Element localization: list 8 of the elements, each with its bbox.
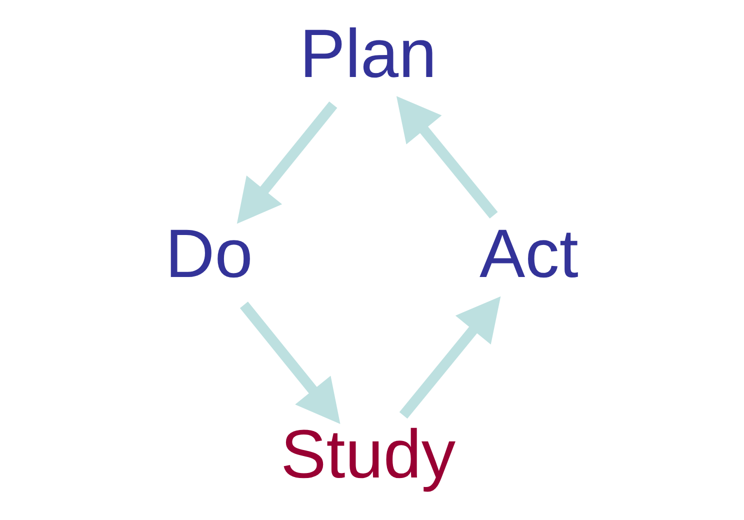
arrow bbox=[240, 302, 340, 424]
arrow bbox=[399, 296, 501, 419]
node-text: Study bbox=[280, 415, 456, 492]
node-text: Do bbox=[165, 215, 253, 292]
arrow bbox=[236, 101, 338, 224]
node-text: Plan bbox=[300, 14, 437, 92]
node-text: Act bbox=[480, 215, 578, 292]
arrow bbox=[396, 96, 498, 218]
